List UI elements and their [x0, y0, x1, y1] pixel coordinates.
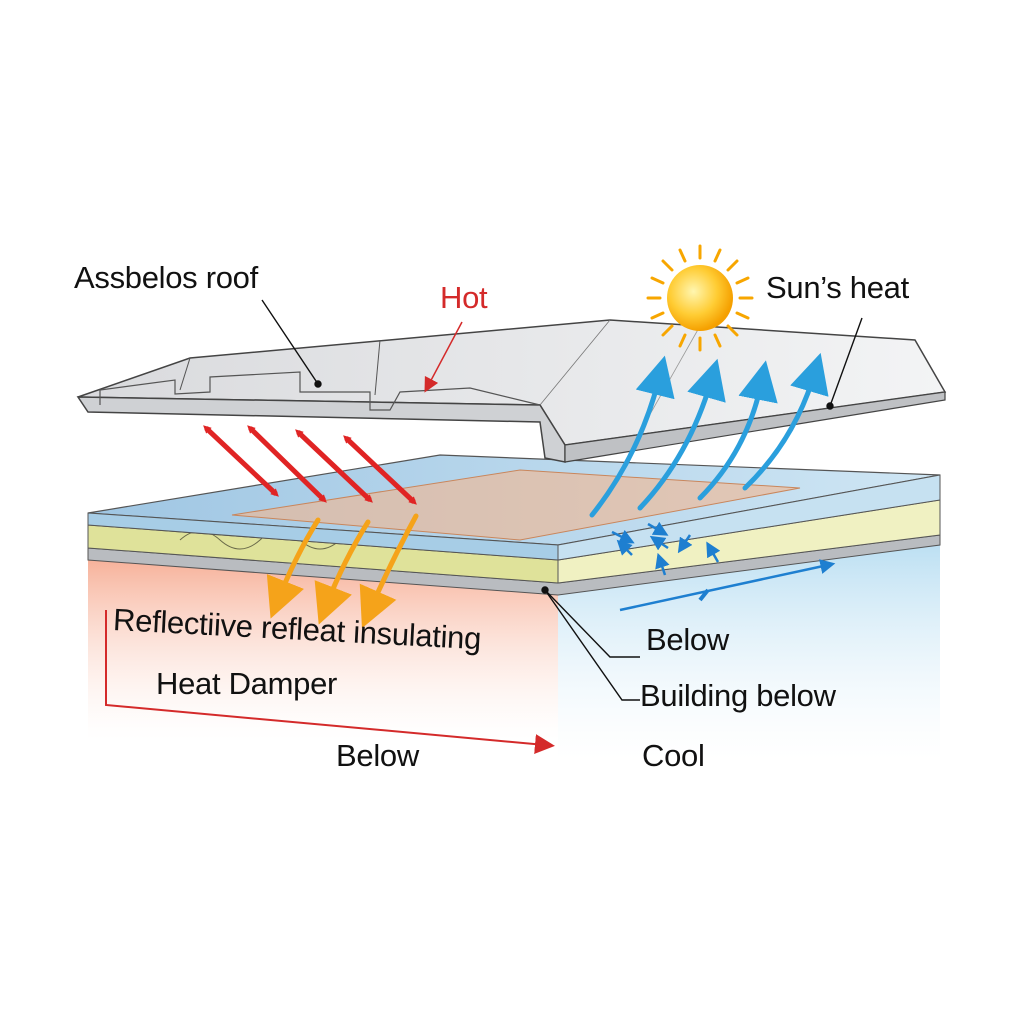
cool-zone [558, 545, 940, 760]
blue-arrow [742, 352, 829, 491]
orange-arrow [359, 513, 419, 629]
hot-label: Hot [440, 280, 488, 315]
blue-arrow [589, 355, 675, 518]
transmitted-heat-arrows [266, 513, 419, 629]
damper-label-line2: Heat Damper [156, 666, 338, 701]
below-arrow [105, 610, 555, 755]
orange-arrow [314, 519, 371, 625]
cool-label: Cool [642, 738, 705, 773]
sun-icon [646, 244, 754, 352]
roof-sheet [76, 319, 947, 463]
blue-arrow [697, 360, 778, 501]
warm-zone [88, 560, 558, 740]
reflected-heat-arrows [203, 425, 417, 505]
blue-arrow [637, 358, 726, 511]
hot-arrow [343, 435, 417, 505]
orange-arrow [266, 517, 321, 619]
leader-lines [261, 299, 863, 701]
below-left-label: Below [336, 738, 419, 773]
roof-label: Assbelos roof [74, 260, 258, 295]
rising-heat-arrows [589, 352, 829, 518]
hot-arrow [203, 425, 279, 497]
below-right-label: Below [646, 622, 729, 657]
small-flow-arrows [611, 521, 836, 612]
sun-heat-label: Sun’s heat [766, 270, 909, 305]
hot-leader [424, 321, 463, 393]
building-below-label: Building below [640, 678, 836, 713]
